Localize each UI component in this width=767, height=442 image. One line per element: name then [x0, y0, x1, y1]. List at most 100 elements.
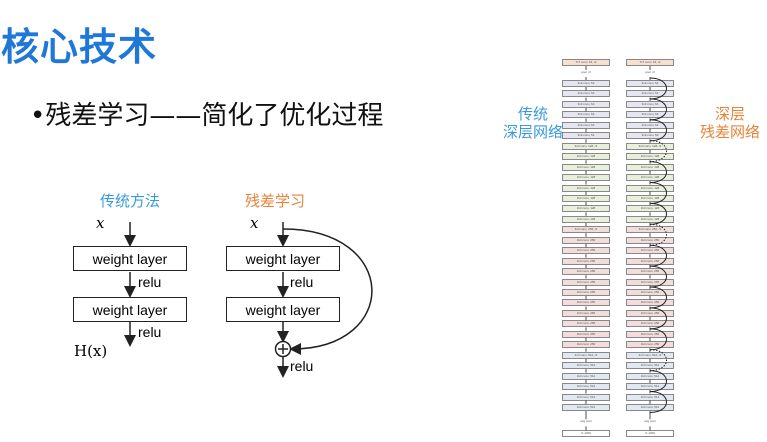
network-layer-box: 3x3 conv, 64	[626, 80, 674, 87]
network-layer-box: 3x3 conv, 256	[562, 320, 610, 328]
residual-network-label-line2: 残差网络	[699, 123, 760, 141]
plain-weight-layer-2: weight layer	[73, 297, 187, 322]
network-layer-box: 3x3 conv, 64	[562, 90, 610, 98]
network-layer-box: 3x3 conv, 256	[562, 309, 610, 317]
network-layer-box: 3x3 conv, 128	[626, 215, 674, 223]
network-layer-box: 3x3 conv, 64	[626, 132, 674, 140]
network-layer-box: 3x3 conv, 256	[562, 257, 610, 265]
network-layer-box: 3x3 conv, 512	[562, 393, 610, 401]
network-layer-box: 3x3 conv, 64	[562, 100, 610, 108]
network-layer-box: 3x3 conv, 128	[562, 174, 610, 182]
network-layer-box: 3x3 conv, 512	[562, 383, 610, 391]
network-layer-box: 3x3 conv, 256	[562, 299, 610, 307]
network-layer-box: 3x3 conv, 256	[626, 268, 674, 276]
residual-network-label: 深层 残差网络	[690, 105, 767, 141]
identity-shortcut	[649, 182, 667, 204]
identity-shortcut	[649, 98, 667, 121]
residual-relu-2: relu	[290, 358, 314, 374]
network-layer-box: fc 1000	[562, 430, 610, 438]
network-layer-box: 3x3 conv, 128	[562, 194, 610, 202]
network-layer-box: 3x3 conv, 64	[562, 111, 610, 119]
network-layer-box: 3x3 conv, 256	[562, 236, 610, 244]
residual-network-label-line1: 深层	[714, 105, 745, 123]
network-layer-box: 3x3 conv, 64	[626, 111, 674, 119]
plain-network-label-line2: 深层网络	[502, 123, 563, 141]
network-layer-box: 3x3 conv, 256	[626, 309, 674, 317]
plain-network-label-line1: 传统	[517, 105, 548, 123]
network-layer-box: 3x3 conv, 256	[562, 268, 610, 276]
network-layer-box: 3x3 conv, 512	[562, 372, 610, 380]
network-layer-box: 3x3 conv, 256	[626, 247, 674, 255]
projection-shortcut	[649, 349, 667, 372]
network-layer-box: 3x3 conv, 64	[562, 132, 610, 140]
network-layer-box: 3x3 conv, 64	[626, 100, 674, 108]
network-layer-box: 3x3 conv, 128	[626, 205, 674, 213]
network-layer-box: 7x7 conv, 64, /2	[562, 59, 610, 66]
network-layer-box: 3x3 conv, 128, /2	[626, 142, 674, 150]
network-layer-box: fc 1000	[626, 430, 674, 438]
residual-heading: 残差学习	[244, 192, 305, 210]
bullet-point: •残差学习——简化了优化过程	[30, 101, 384, 131]
identity-shortcut	[649, 77, 667, 100]
network-layer-box: 3x3 conv, 128	[562, 205, 610, 213]
network-layer-box: 3x3 conv, 256	[562, 278, 610, 286]
network-layer-box: 3x3 conv, 128, /2	[562, 142, 610, 150]
network-layer-box: 3x3 conv, 128	[626, 153, 674, 161]
identity-shortcut	[649, 286, 667, 309]
network-layer-box: 3x3 conv, 256	[562, 330, 610, 338]
network-layer-box: 3x3 conv, 256	[562, 341, 610, 349]
network-layer-box: 7x7 conv, 64, /2	[626, 59, 674, 66]
network-layer-text: avg pool	[644, 419, 656, 424]
network-layer-box: 3x3 conv, 512, /2	[626, 351, 674, 359]
network-layer-box: 3x3 conv, 512	[562, 403, 610, 411]
identity-shortcut	[649, 328, 667, 351]
projection-shortcut	[649, 223, 667, 246]
network-layer-box: 3x3 conv, 64	[626, 121, 674, 129]
identity-shortcut	[649, 370, 667, 393]
network-layer-box: 3x3 conv, 256	[626, 289, 674, 296]
network-layer-box: 3x3 conv, 512	[626, 383, 674, 391]
network-layer-box: 3x3 conv, 512	[626, 372, 674, 380]
network-layer-box: 3x3 conv, 256	[626, 320, 674, 328]
network-layer-box: 3x3 conv, 128	[626, 174, 674, 182]
network-layer-box: 3x3 conv, 128	[562, 215, 610, 223]
plain-network-label: 传统 深层网络	[478, 105, 588, 141]
plain-output-hx: H(x)	[74, 342, 108, 360]
network-layer-box: 3x3 conv, 256	[626, 278, 674, 286]
plain-relu-2: relu	[138, 324, 162, 340]
plain-relu-1: relu	[138, 274, 162, 290]
network-layer-box: 3x3 conv, 64	[562, 121, 610, 129]
residual-input-x: x	[250, 214, 259, 232]
network-layer-box: 3x3 conv, 256	[626, 236, 674, 244]
network-layer-box: 3x3 conv, 128	[562, 184, 610, 192]
network-layer-box: 3x3 conv, 128	[626, 184, 674, 192]
identity-shortcut	[649, 391, 667, 413]
network-layer-box: 3x3 conv, 128	[626, 194, 674, 202]
network-layer-box: 3x3 conv, 256	[626, 341, 674, 349]
residual-relu-1: relu	[290, 274, 314, 290]
slide-title: 核心技术	[1, 25, 158, 69]
network-layer-box: 3x3 conv, 64	[626, 90, 674, 98]
plain-input-x: x	[96, 214, 105, 232]
identity-shortcut	[649, 202, 667, 225]
network-layer-box: 3x3 conv, 256	[626, 330, 674, 338]
network-layer-box: 3x3 conv, 256	[626, 257, 674, 265]
network-layer-box: 3x3 conv, 256	[562, 247, 610, 255]
network-layer-box: 3x3 conv, 128	[626, 163, 674, 171]
network-layer-box: 3x3 conv, 128	[562, 163, 610, 171]
network-layer-box: 3x3 conv, 512	[626, 393, 674, 401]
plain-heading: 传统方法	[99, 192, 160, 210]
identity-shortcut	[649, 265, 667, 288]
network-layer-box: 3x3 conv, 256	[626, 299, 674, 307]
network-layer-box: 3x3 conv, 256, /2	[562, 226, 610, 234]
projection-shortcut	[649, 140, 667, 163]
network-layer-box: 3x3 conv, 512	[626, 362, 674, 370]
identity-shortcut	[649, 244, 667, 267]
network-layer-text: pool, /2	[581, 70, 591, 74]
identity-shortcut	[649, 161, 667, 184]
network-layer-box: 3x3 conv, 512, /2	[562, 351, 610, 359]
network-layer-box: 3x3 conv, 512	[562, 362, 610, 370]
identity-shortcut	[649, 119, 667, 142]
